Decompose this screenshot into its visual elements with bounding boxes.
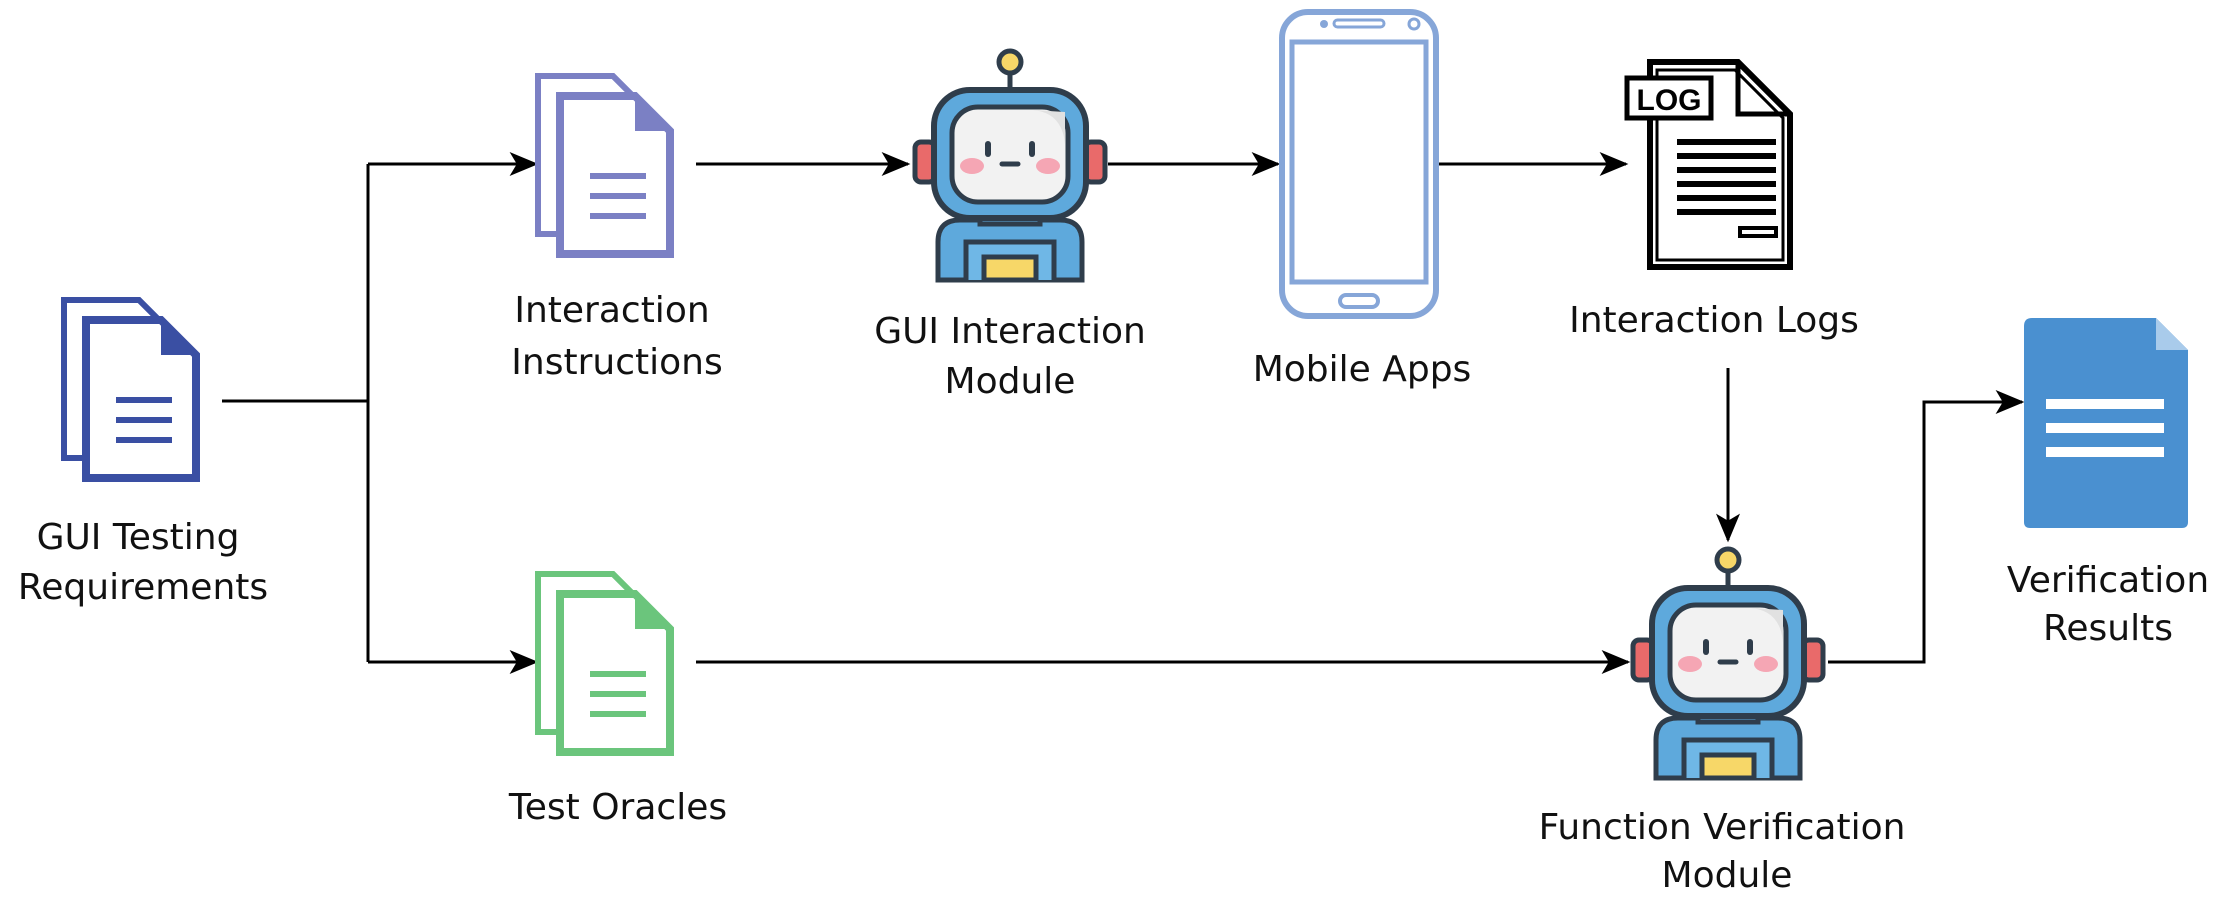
document-icon <box>2024 318 2188 528</box>
log-badge: LOG <box>1637 84 1702 117</box>
robot-icon <box>915 51 1105 280</box>
oracles-label: Test Oracles <box>508 787 727 828</box>
robot-icon <box>1633 549 1823 778</box>
document-stack-icon <box>535 73 674 258</box>
verification-module-label-line1: Function Verification <box>1539 807 1906 848</box>
mobile-apps-label: Mobile Apps <box>1253 349 1472 390</box>
instructions-label-line2: Instructions <box>511 342 722 383</box>
document-stack-icon <box>61 297 200 482</box>
instructions-label-line1: Interaction <box>514 290 709 331</box>
interaction-module-label-line2: Module <box>945 361 1076 402</box>
connectors <box>222 152 2025 674</box>
interaction-module-label-line1: GUI Interaction <box>874 311 1146 352</box>
document-stack-icon <box>535 571 674 756</box>
results-label-line2: Results <box>2043 608 2173 649</box>
verification-module-label-line2: Module <box>1662 855 1793 896</box>
smartphone-icon <box>1279 9 1439 319</box>
results-label-line1: Verification <box>2007 560 2209 601</box>
arrow-verification-to-results <box>1828 390 2025 664</box>
log-file-icon: LOG <box>1624 59 1793 270</box>
logs-label: Interaction Logs <box>1569 300 1859 341</box>
requirements-label-line2: Requirements <box>18 567 268 608</box>
requirements-label-line1: GUI Testing <box>37 517 240 558</box>
